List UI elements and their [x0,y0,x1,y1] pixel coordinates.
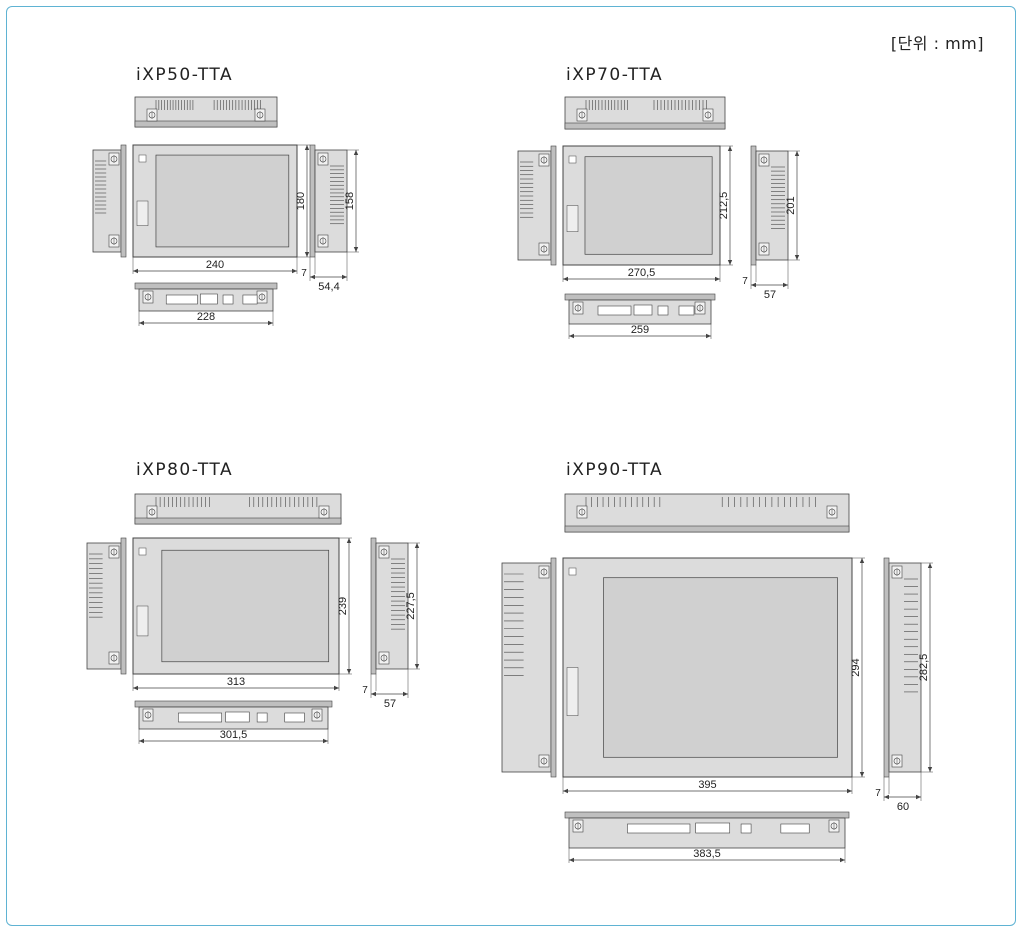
dim-bezel: 7 [362,685,368,696]
dim-bottom-width: 301,5 [220,729,248,741]
bottom-view [564,293,716,325]
dim-bezel: 7 [301,268,307,279]
model-title-ixp90: iXP90-TTA [566,460,664,480]
front-view [132,537,340,675]
dim-bezel: 7 [742,276,748,287]
dim-width: 270,5 [628,267,656,279]
drawing-ixp50-tta: 240 180 158 54,4 7 228 [92,96,359,326]
top-view [564,96,726,130]
right-side-view [883,557,922,778]
dim-height: 212,5 [718,192,730,220]
front-view [132,144,298,258]
front-view [562,557,853,778]
bottom-view [134,282,278,312]
top-view [134,493,342,525]
dim-bezel: 7 [875,788,881,799]
dim-depth: 57 [384,698,396,710]
right-side-view [370,537,409,675]
unit-label: [단위 : mm] [890,34,984,53]
dim-height: 294 [850,658,862,676]
dim-bottom-width: 259 [631,324,649,336]
dim-width: 395 [698,779,716,791]
dim-depth: 57 [764,289,776,301]
front-view [562,145,721,266]
dim-width: 313 [227,676,245,688]
dim-depth: 54,4 [318,281,339,293]
model-title-ixp70: iXP70-TTA [566,65,664,85]
left-side-view [501,557,557,778]
model-title-ixp80: iXP80-TTA [136,460,234,480]
dim-side-height: 201 [785,196,797,214]
left-side-view [517,145,557,266]
right-side-view [750,145,789,266]
dim-bottom-width: 383,5 [693,848,721,860]
bottom-view [134,700,333,730]
dim-depth: 60 [897,801,909,813]
drawing-ixp90-tta: 395 294 282,5 60 7 383,5 [501,493,933,863]
dim-side-height: 282,5 [918,654,930,682]
dim-bottom-width: 228 [197,311,215,323]
drawing-ixp80-tta: 313 239 227,5 57 7 301,5 [86,493,420,744]
bottom-view [564,811,850,849]
top-view [564,493,850,533]
model-title-ixp50: iXP50-TTA [136,65,234,85]
right-side-view [309,144,348,258]
page-frame [6,6,1016,926]
dim-height: 239 [337,597,349,615]
left-side-view [92,144,127,258]
dim-side-height: 158 [344,192,356,210]
dim-side-height: 227,5 [405,592,417,620]
dim-height: 180 [295,192,307,210]
top-view [134,96,278,128]
left-side-view [86,537,127,675]
dim-width: 240 [206,259,224,271]
drawing-ixp70-tta: 270,5 212,5 201 57 7 259 [517,96,800,339]
